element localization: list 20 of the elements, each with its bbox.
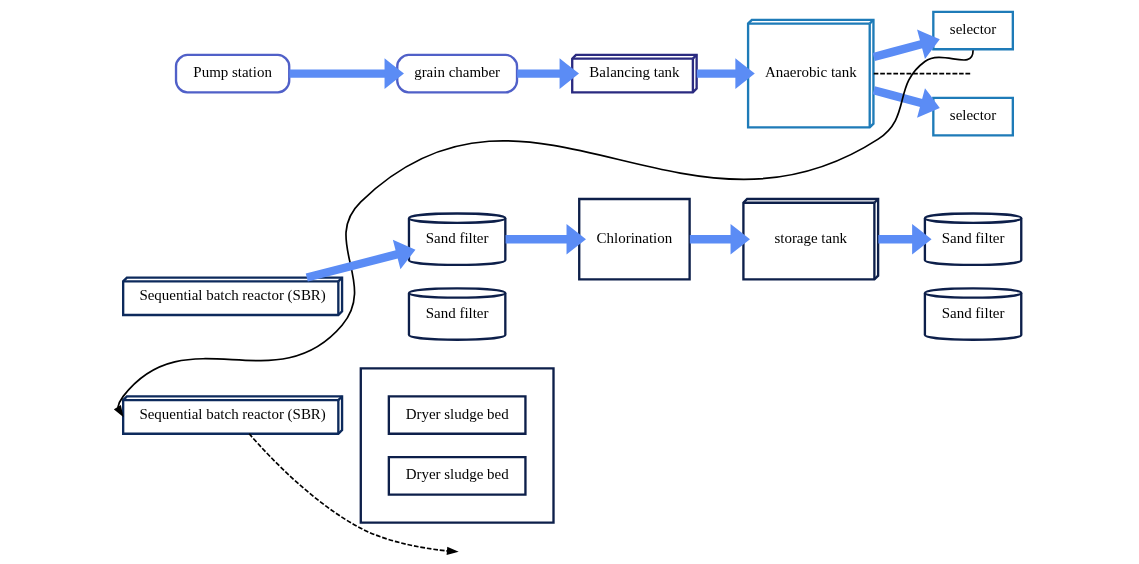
cluster xyxy=(359,367,555,524)
node-box: selector xyxy=(932,96,1014,137)
arrow xyxy=(517,58,579,89)
arrow xyxy=(305,239,416,282)
node-box: Dryer sludge bed xyxy=(387,456,527,496)
arrow xyxy=(872,86,940,118)
arrow xyxy=(696,58,755,89)
node-box: Dryer sludge bed xyxy=(387,395,527,435)
arrow xyxy=(289,58,404,89)
node-box: Chlorination xyxy=(578,197,691,281)
arrow xyxy=(872,29,940,62)
arrow xyxy=(505,223,586,255)
arrow xyxy=(248,432,459,555)
node-box: selector xyxy=(932,10,1014,51)
node-box: grain chamber xyxy=(396,53,519,94)
arrow xyxy=(689,223,750,255)
connector xyxy=(872,72,973,75)
arrow xyxy=(878,223,932,255)
arrow xyxy=(114,49,974,418)
node-box: Pump station xyxy=(174,53,291,94)
